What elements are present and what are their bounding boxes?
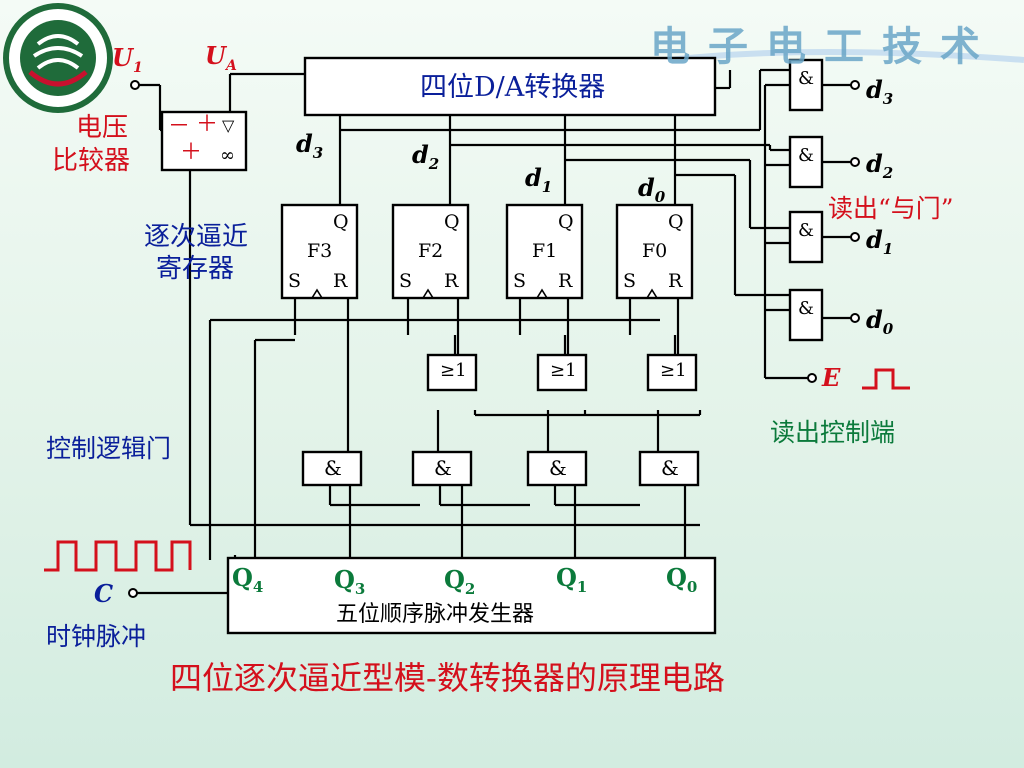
read-and-gate-3-box	[788, 58, 824, 112]
sar-label-line1: 逐次逼近	[144, 222, 249, 252]
or-gate-1-box	[426, 353, 478, 392]
and-gate-2-symbol: &	[434, 456, 452, 480]
flipflop-f0-box	[615, 203, 694, 300]
read-output-d1: d1	[866, 225, 894, 258]
read-pulse-icon	[862, 368, 910, 390]
flipflop-f1-box	[505, 203, 584, 300]
or-gate-3-box	[646, 353, 698, 392]
and-gate-1-box	[301, 450, 363, 487]
sar-label-line2: 寄存器	[156, 254, 235, 284]
clock-label: 时钟脉冲	[46, 622, 147, 651]
read-gate-2-symbol: &	[798, 145, 815, 166]
wires	[135, 68, 852, 595]
course-title: 电子电工技术	[650, 23, 998, 70]
bus-label-d0: d0	[638, 173, 666, 206]
f2-r-label: R	[444, 270, 459, 292]
ua-label: UA	[205, 41, 237, 74]
f3-s-label: S	[288, 270, 302, 292]
clock-markers	[311, 288, 658, 299]
f1-r-label: R	[558, 270, 573, 292]
read-and-gate-1-box	[788, 210, 824, 264]
f1-q-label: Q	[558, 211, 574, 233]
and-gate-1-symbol: &	[324, 456, 342, 480]
read-output-d0: d0	[866, 305, 894, 338]
terminal-nodes	[128, 80, 860, 598]
comparator-infinity-icon: ∞	[220, 145, 235, 166]
read-and-gate-0-box	[788, 288, 824, 342]
and-gate-4-symbol: &	[661, 456, 679, 480]
read-control-letter: E	[822, 363, 841, 392]
read-control-label: 读出控制端	[770, 418, 896, 447]
f1-name-label: F1	[532, 240, 558, 262]
comparator-box	[160, 110, 248, 172]
control-logic-label: 控制逻辑门	[46, 434, 172, 463]
and-gate-2-box	[411, 450, 473, 487]
read-output-d2: d2	[866, 149, 894, 182]
pulse-output-q4: Q4	[232, 563, 264, 596]
f3-q-label: Q	[333, 211, 349, 233]
diagram-caption: 四位逐次逼近型模-数转换器的原理电路	[170, 659, 725, 697]
or-gate-3-symbol: ≥1	[660, 360, 687, 381]
f2-name-label: F2	[418, 240, 444, 262]
pulse-output-q2: Q2	[444, 565, 476, 598]
or-gate-2-box	[536, 353, 588, 392]
dac-box	[303, 56, 717, 117]
pulse-output-q3: Q3	[334, 565, 366, 598]
and-gate-3-symbol: &	[549, 456, 567, 480]
read-gate-3-symbol: &	[798, 68, 815, 89]
comparator-label-line1: 电压	[76, 113, 129, 143]
pulse-generator-box	[226, 556, 717, 635]
f0-s-label: S	[623, 270, 637, 292]
f0-r-label: R	[668, 270, 683, 292]
comparator-triangle-icon: ▽	[222, 116, 235, 135]
flipflop-f3-box	[280, 203, 359, 300]
comparator-plus-bottom: ＋	[180, 140, 203, 165]
f3-r-label: R	[333, 270, 348, 292]
or-gate-2-symbol: ≥1	[550, 360, 577, 381]
comparator-plus-top: ＋	[196, 112, 219, 137]
f2-s-label: S	[399, 270, 413, 292]
flipflop-f2-box	[391, 203, 470, 300]
pulse-generator-label: 五位顺序脉冲发生器	[336, 602, 535, 627]
comparator-label-line2: 比较器	[52, 146, 131, 176]
clock-letter: C	[94, 579, 114, 608]
comparator-minus: －	[168, 114, 191, 139]
read-output-d3: d3	[866, 75, 894, 108]
read-and-gate-2-box	[788, 135, 824, 189]
f1-s-label: S	[513, 270, 527, 292]
pulse-output-q0: Q0	[666, 563, 698, 596]
f3-name-label: F3	[307, 240, 333, 262]
component-boxes	[160, 56, 824, 635]
clock-waveform-icon	[44, 540, 192, 572]
dac-label: 四位D/A转换器	[420, 72, 606, 103]
school-seal-logo	[3, 3, 113, 113]
bus-label-d1: d1	[525, 163, 553, 196]
u1-label: U1	[112, 43, 143, 76]
bus-label-d3: d3	[296, 129, 324, 162]
and-gate-4-box	[638, 450, 700, 487]
read-gate-1-symbol: &	[798, 220, 815, 241]
bus-label-d2: d2	[412, 140, 440, 173]
read-gate-0-symbol: &	[798, 298, 815, 319]
f0-q-label: Q	[668, 211, 684, 233]
pulse-output-q1: Q1	[556, 563, 588, 596]
and-gate-3-box	[526, 450, 588, 487]
or-gate-1-symbol: ≥1	[440, 360, 467, 381]
f0-name-label: F0	[642, 240, 668, 262]
read-gates-label: 读出“与门”	[828, 194, 954, 223]
f2-q-label: Q	[444, 211, 460, 233]
